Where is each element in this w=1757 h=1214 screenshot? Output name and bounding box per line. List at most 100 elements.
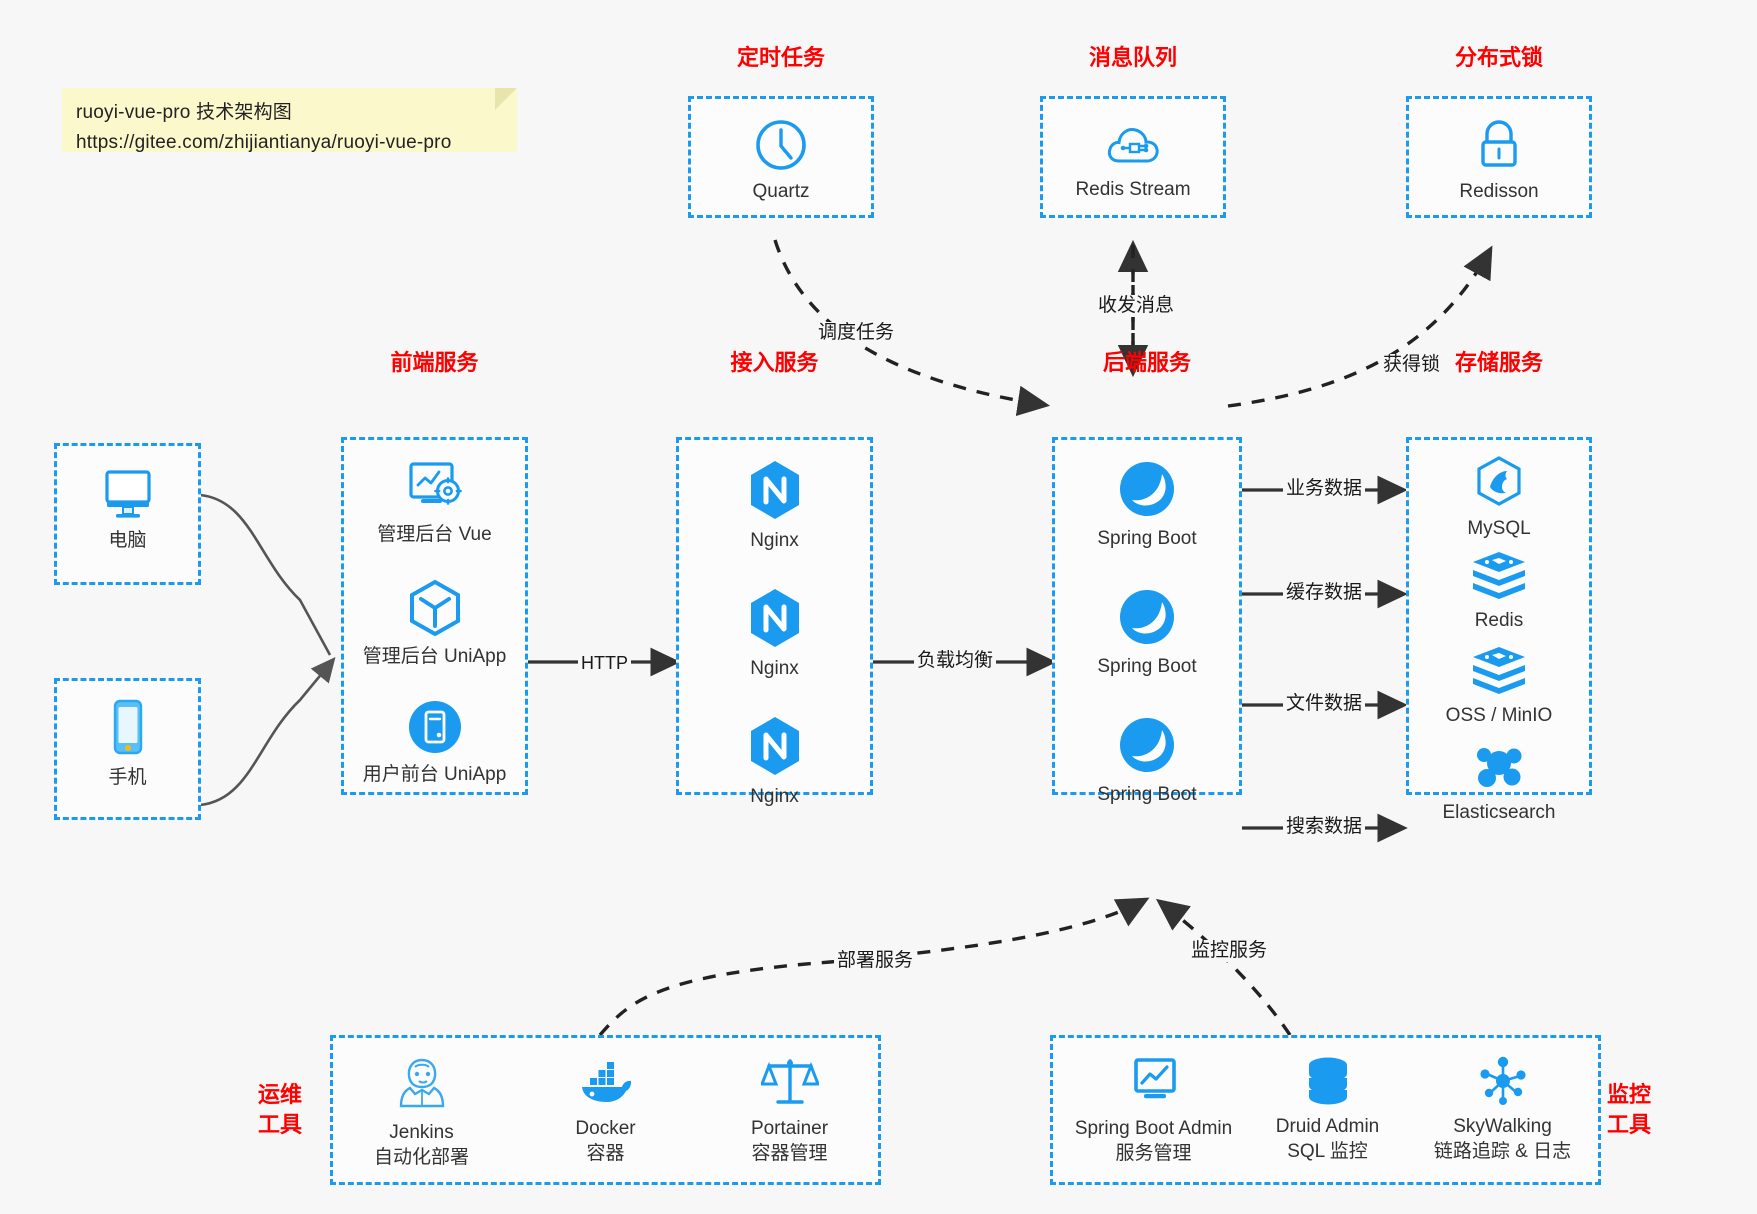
monitor-title-line1: 监控	[1607, 1082, 1652, 1107]
group-box-frontend[interactable]: 管理后台 Vue 管理后台 UniApp 用户前台 UniApp	[341, 437, 528, 795]
node-label: Nginx	[750, 658, 799, 679]
group-box-scheduled-task[interactable]: Quartz	[688, 96, 874, 218]
spring-boot-icon	[1120, 462, 1174, 516]
node-portainer[interactable]: Portainer 容器管理	[517, 1054, 1062, 1166]
node-sublabel: SQL 监控	[1287, 1141, 1368, 1162]
edge-label-http: HTTP	[578, 652, 631, 674]
clock-icon	[756, 120, 806, 170]
node-redis[interactable]: Redis	[1409, 550, 1589, 633]
node-label: Nginx	[750, 530, 799, 551]
node-nginx-2[interactable]: Nginx	[679, 586, 870, 681]
skywalking-node-icon	[1479, 1056, 1526, 1105]
node-elasticsearch[interactable]: Elasticsearch	[1409, 740, 1589, 825]
node-admin-uniapp[interactable]: 管理后台 UniApp	[344, 578, 525, 669]
node-spring-boot-1[interactable]: Spring Boot	[1055, 458, 1239, 551]
ops-title-line1: 运维	[258, 1082, 303, 1107]
node-label: Druid Admin	[1275, 1116, 1380, 1137]
node-user-uniapp[interactable]: 用户前台 UniApp	[344, 698, 525, 787]
node-sublabel: 链路追踪 & 日志	[1433, 1141, 1572, 1162]
group-box-backend[interactable]: Spring Boot Spring Boot Spring Boot	[1052, 437, 1242, 805]
edge-label-load-balance: 负载均衡	[914, 650, 997, 672]
node-label: Docker	[575, 1118, 636, 1139]
mobile-phone-icon	[113, 699, 142, 755]
node-label: 电脑	[108, 530, 147, 551]
note-fold-icon	[495, 88, 517, 110]
note-url: https://gitee.com/zhijiantianya/ruoyi-vu…	[76, 132, 452, 153]
node-mobile[interactable]: 手机	[57, 697, 198, 790]
group-title-frontend: 前端服务	[390, 350, 479, 375]
monitor-chart-icon	[1133, 1058, 1176, 1099]
node-sublabel: 容器	[586, 1143, 625, 1164]
edge-label-send-receive-message: 收发消息	[1095, 295, 1178, 317]
group-title-ops-tools: 运维 工具	[258, 1080, 328, 1140]
monitor-title-line2: 工具	[1607, 1112, 1652, 1137]
node-oss-minio[interactable]: OSS / MinIO	[1409, 645, 1589, 728]
node-skywalking[interactable]: SkyWalking 链路追踪 & 日志	[1230, 1054, 1757, 1164]
nginx-icon	[750, 589, 799, 647]
node-label: Portainer	[750, 1118, 829, 1139]
redis-icon	[1473, 647, 1525, 694]
node-label: MySQL	[1467, 518, 1531, 539]
node-label: Redis	[1474, 610, 1524, 631]
group-box-storage[interactable]: MySQL Redis OSS / MinIO	[1406, 437, 1592, 823]
group-box-client-mobile[interactable]: 手机	[54, 678, 201, 820]
node-redisson[interactable]: Redisson	[1409, 117, 1589, 204]
node-label: Redisson	[1459, 181, 1539, 202]
edge-label-business-data: 业务数据	[1283, 478, 1366, 500]
node-sublabel: 自动化部署	[373, 1147, 469, 1168]
node-druid-admin[interactable]: Druid Admin SQL 监控	[1055, 1054, 1600, 1164]
node-redis-stream[interactable]: Redis Stream	[1043, 117, 1223, 202]
edge-label-cache-data: 缓存数据	[1283, 582, 1366, 604]
group-title-distributed-lock: 分布式锁	[1454, 45, 1543, 70]
redis-icon	[1473, 552, 1525, 599]
spring-boot-icon	[1120, 718, 1174, 772]
database-stack-icon	[1308, 1057, 1347, 1105]
node-label: 用户前台 UniApp	[362, 764, 507, 785]
node-label: 管理后台 UniApp	[362, 646, 507, 667]
node-nginx-3[interactable]: Nginx	[679, 714, 870, 809]
node-label: Jenkins	[389, 1122, 454, 1143]
cube-icon	[409, 579, 460, 637]
node-spring-boot-admin[interactable]: Spring Boot Admin 服务管理	[881, 1054, 1426, 1166]
lock-icon	[1481, 120, 1517, 167]
nginx-icon	[750, 717, 799, 775]
dashboard-settings-icon	[408, 462, 462, 505]
node-label: Quartz	[752, 181, 810, 202]
node-desktop[interactable]: 电脑	[57, 464, 198, 553]
node-spring-boot-2[interactable]: Spring Boot	[1055, 586, 1239, 679]
node-label: 管理后台 Vue	[377, 524, 492, 545]
spring-boot-icon	[1120, 590, 1174, 644]
edge-label-file-data: 文件数据	[1283, 693, 1366, 715]
node-label: Spring Boot	[1097, 784, 1197, 805]
group-title-backend: 后端服务	[1102, 350, 1191, 375]
group-title-scheduled-task: 定时任务	[736, 45, 825, 70]
group-title-monitor-tools: 监控 工具	[1607, 1080, 1697, 1140]
edge-label-schedule-task: 调度任务	[815, 322, 898, 344]
node-nginx-1[interactable]: Nginx	[679, 458, 870, 553]
node-quartz[interactable]: Quartz	[691, 117, 871, 204]
group-title-storage: 存储服务	[1454, 350, 1543, 375]
node-label: SkyWalking	[1453, 1116, 1552, 1137]
mysql-icon	[1477, 456, 1521, 506]
group-box-message-queue[interactable]: Redis Stream	[1040, 96, 1226, 218]
node-docker[interactable]: Docker 容器	[333, 1058, 878, 1166]
group-title-message-queue: 消息队列	[1088, 45, 1177, 70]
node-spring-boot-3[interactable]: Spring Boot	[1055, 714, 1239, 807]
diagram-note: ruoyi-vue-pro 技术架构图 https://gitee.com/zh…	[62, 88, 517, 153]
edge-label-monitor-service: 监控服务	[1188, 940, 1271, 962]
group-title-gateway: 接入服务	[730, 350, 819, 375]
node-label: Spring Boot	[1097, 656, 1197, 677]
group-box-distributed-lock[interactable]: Redisson	[1406, 96, 1592, 218]
nginx-icon	[750, 461, 799, 519]
node-admin-vue[interactable]: 管理后台 Vue	[344, 458, 525, 547]
group-box-gateway[interactable]: Nginx Nginx Nginx	[676, 437, 873, 807]
group-box-ops-tools[interactable]: Jenkins 自动化部署 Docker 容器	[330, 1035, 881, 1185]
edge-label-deploy-service: 部署服务	[834, 950, 917, 972]
node-jenkins[interactable]: Jenkins 自动化部署	[149, 1052, 694, 1170]
node-sublabel: 服务管理	[1115, 1143, 1192, 1164]
node-label: Redis Stream	[1075, 179, 1191, 200]
group-box-monitor-tools[interactable]: Spring Boot Admin 服务管理 Druid Admin SQL 监…	[1050, 1035, 1601, 1185]
node-mysql[interactable]: MySQL	[1409, 454, 1589, 541]
edge-label-acquire-lock: 获得锁	[1380, 354, 1444, 376]
group-box-client-desktop[interactable]: 电脑	[54, 443, 201, 585]
